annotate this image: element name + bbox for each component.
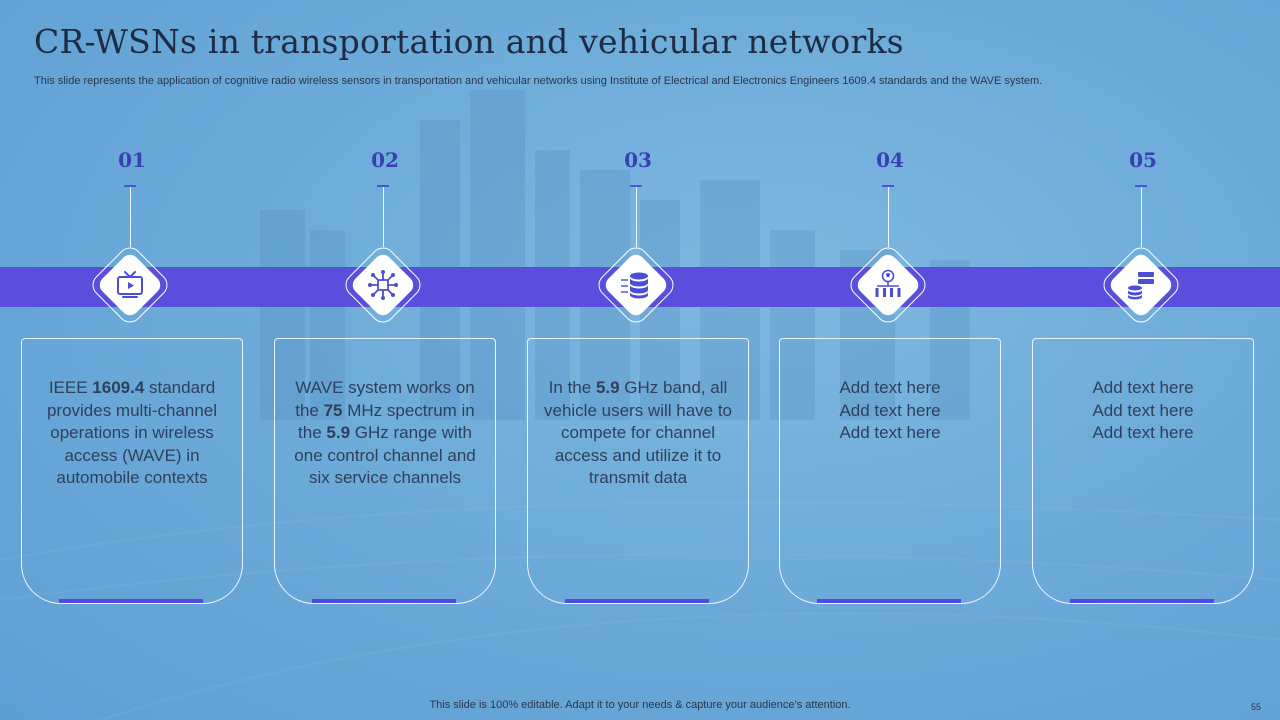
step-tick	[630, 185, 642, 187]
info-card: Add text here Add text here Add text her…	[1032, 338, 1254, 604]
footer-note: This slide is 100% editable. Adapt it to…	[429, 699, 851, 711]
step-number: 05	[1129, 148, 1157, 172]
slide-title: CR-WSNs in transportation and vehicular …	[34, 22, 904, 61]
card-accent-bar	[312, 599, 456, 603]
step-01: 01 IEEE 1609.4 standard provides multi-c…	[21, 148, 243, 608]
step-03: 03 In the 5.9 GHz band, all vehicle user…	[527, 148, 749, 608]
info-card: In the 5.9 GHz band, all vehicle users w…	[527, 338, 749, 604]
step-05: 05 Add text here Add text here Add text …	[1032, 148, 1254, 608]
slide-subtitle: This slide represents the application of…	[34, 75, 1043, 87]
info-card: WAVE system works on the 75 MHz spectrum…	[274, 338, 496, 604]
card-text: Add text here Add text here Add text her…	[839, 378, 941, 442]
connector-line	[1141, 187, 1142, 247]
card-text: In the 5.9 GHz band, all vehicle users w…	[543, 378, 733, 487]
step-tick	[377, 185, 389, 187]
card-accent-bar	[59, 599, 203, 603]
step-number: 03	[624, 148, 652, 172]
info-card: Add text here Add text here Add text her…	[779, 338, 1001, 604]
step-04: 04 Add text here Add text here Add text …	[779, 148, 1001, 608]
step-number: 02	[371, 148, 399, 172]
step-tick	[1135, 185, 1147, 187]
network-chip-icon	[368, 270, 398, 300]
step-number: 04	[876, 148, 904, 172]
database-icon	[621, 272, 648, 299]
card-accent-bar	[817, 599, 961, 603]
info-card: IEEE 1609.4 standard provides multi-chan…	[21, 338, 243, 604]
tv-icon	[117, 271, 143, 298]
step-tick	[882, 185, 894, 187]
connector-line	[636, 187, 637, 247]
card-text: WAVE system works on the 75 MHz spectrum…	[294, 378, 476, 487]
connector-line	[130, 187, 131, 247]
step-02: 02 WAVE system works on the 75 MHz spect…	[274, 148, 496, 608]
connector-line	[383, 187, 384, 247]
card-text: IEEE 1609.4 standard provides multi-chan…	[46, 378, 218, 487]
server-stack-icon	[1128, 272, 1154, 300]
card-accent-bar	[565, 599, 709, 603]
card-accent-bar	[1070, 599, 1214, 603]
page-number: 55	[1251, 702, 1262, 712]
card-text: Add text here Add text here Add text her…	[1092, 378, 1194, 442]
hierarchy-icon	[875, 269, 901, 297]
step-number: 01	[118, 148, 146, 172]
step-tick	[124, 185, 136, 187]
connector-line	[888, 187, 889, 247]
